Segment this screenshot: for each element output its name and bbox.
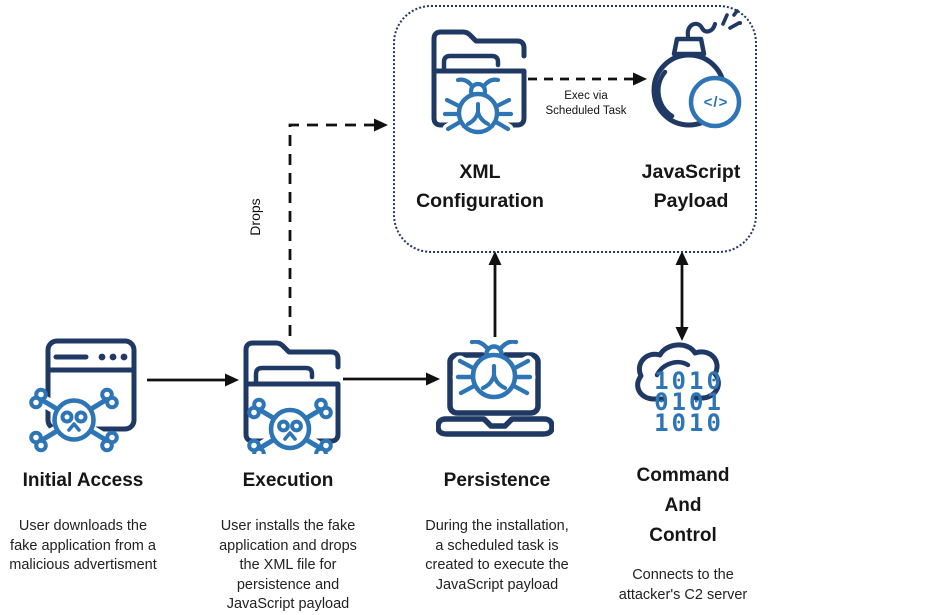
folder-bug-icon — [431, 29, 527, 135]
code-circle — [688, 75, 742, 129]
drops-arrow-label: Drops — [247, 198, 263, 236]
stage-desc-execution: User installs the fake application and d… — [219, 518, 357, 612]
folder-skull-icon — [243, 340, 341, 454]
binary-code-text: 1010 0101 1010 — [654, 367, 724, 437]
javascript-payload-label: JavaScript Payload — [641, 161, 741, 212]
stage-title-command-and-control: Command And Control — [636, 465, 730, 546]
stage-desc-persistence: During the installation, a scheduled tas… — [425, 518, 569, 593]
stage-desc-initial-access: User downloads the fake application from… — [9, 518, 157, 573]
stage-desc-command-and-control: Connects to the attacker's C2 server — [618, 567, 748, 603]
arrowhead-persistence-to-box — [488, 251, 502, 265]
laptop-bug-icon — [436, 340, 554, 437]
arrowhead-c2-down — [675, 327, 689, 341]
xml-configuration-label: XML Configuration — [416, 161, 544, 212]
arrowhead-c2-up — [675, 251, 689, 265]
stage-title-persistence: Persistence — [443, 470, 551, 491]
exec-via-scheduled-task-label: Exec via Scheduled Task — [545, 90, 627, 117]
arrowhead-exec-via-task — [633, 72, 647, 86]
bomb-code-icon — [651, 9, 742, 129]
code-brackets-icon: </> — [703, 94, 729, 111]
arrowhead-execution-to-persistence — [426, 372, 440, 386]
arrowhead-drops — [374, 118, 388, 132]
payload-group-box — [393, 5, 757, 253]
arrowhead-initial-to-execution — [225, 373, 239, 387]
arrow-drops-dashed — [288, 123, 374, 336]
stage-title-initial-access: Initial Access — [22, 470, 144, 491]
browser-skull-icon — [29, 338, 137, 453]
cloud-binary-icon — [635, 342, 721, 402]
stage-title-execution: Execution — [242, 470, 334, 491]
